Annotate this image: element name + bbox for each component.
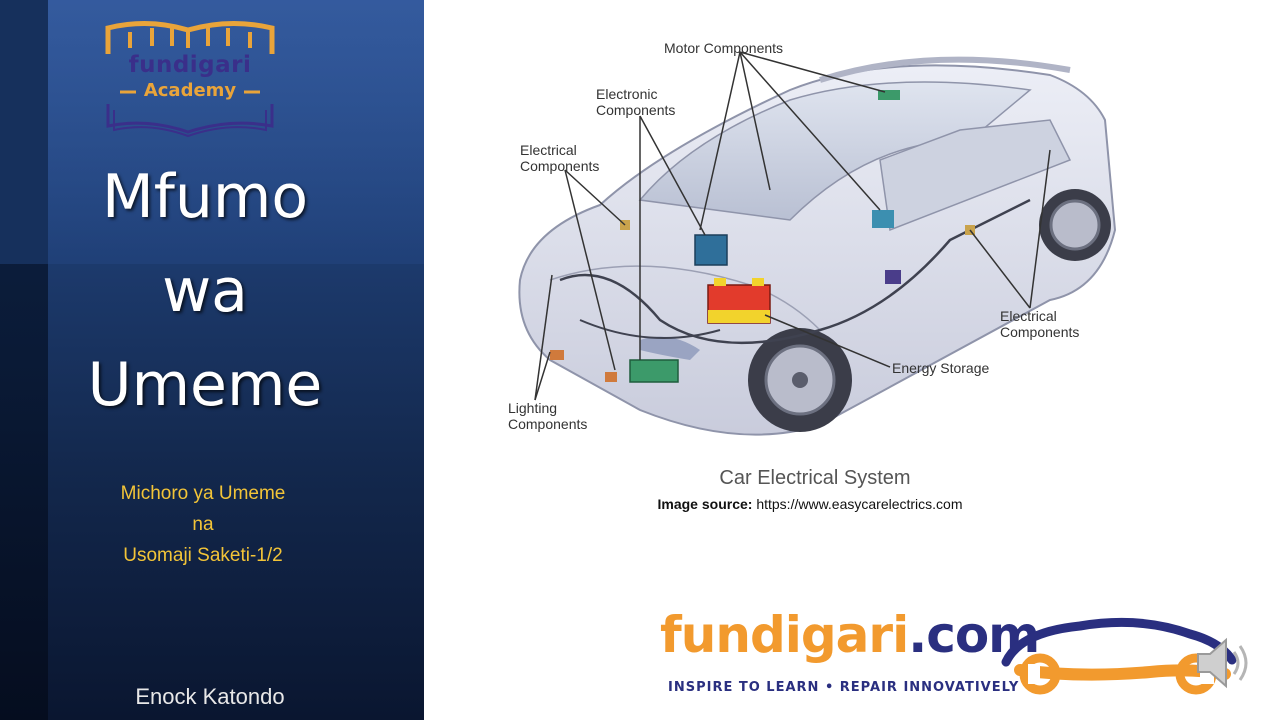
label-electrical-components-left: Electrical Components bbox=[520, 142, 599, 174]
brand-name-part-1: fundigari bbox=[660, 606, 909, 664]
title-line-3: Umeme bbox=[87, 350, 323, 420]
label-motor-components: Motor Components bbox=[664, 40, 784, 56]
label-electrical-right-line-1: Electrical bbox=[1000, 308, 1057, 324]
label-electrical-left-line-1: Electrical bbox=[520, 142, 577, 158]
label-electronic-components: Electronic Components bbox=[596, 86, 675, 118]
title-panel: fundigari Academy Mfumo wa Umeme Michoro… bbox=[0, 0, 424, 720]
car-illustration bbox=[518, 51, 1117, 436]
label-electrical-left-line-2: Components bbox=[520, 158, 600, 174]
panel-band bbox=[0, 0, 424, 264]
fundigari-brand: fundigari.com INSPIRE TO LEARN • REPAIR … bbox=[656, 604, 1256, 708]
brand-tagline: INSPIRE TO LEARN • REPAIR INNOVATIVELY bbox=[668, 680, 1020, 695]
brand-wordmark: fundigari.com bbox=[660, 606, 1040, 664]
subtitle-line-1: Michoro ya Umeme bbox=[120, 483, 286, 504]
author-name: Enock Katondo bbox=[135, 684, 285, 709]
title-line-1: Mfumo bbox=[101, 162, 309, 232]
image-source-label: Image source: bbox=[657, 496, 753, 512]
speaker-icon[interactable] bbox=[1192, 634, 1254, 692]
book-icon bbox=[105, 21, 275, 138]
label-electronic-line-2: Components bbox=[596, 102, 676, 118]
image-source-url: https://www.easycarelectrics.com bbox=[756, 496, 963, 512]
label-energy-storage: Energy Storage bbox=[892, 360, 990, 376]
diagram-caption: Car Electrical System bbox=[719, 467, 911, 489]
logo-academy: Academy bbox=[143, 80, 237, 101]
label-electrical-right-line-2: Components bbox=[1000, 324, 1080, 340]
label-lighting-components: Lighting Components bbox=[508, 400, 587, 432]
image-source: Image source: https://www.easycarelectri… bbox=[600, 496, 1020, 512]
panel-band-strip bbox=[0, 0, 48, 264]
label-lighting-line-1: Lighting bbox=[508, 400, 558, 416]
logo-wordmark: fundigari bbox=[128, 52, 252, 78]
subtitle-line-2: na bbox=[192, 514, 214, 535]
page-title: Mfumo wa Umeme bbox=[48, 150, 362, 432]
subtitle-line-3: Usomaji Saketi-1/2 bbox=[123, 545, 283, 566]
car-wrench-icon bbox=[1001, 617, 1237, 695]
label-electrical-components-right: Electrical Components bbox=[1000, 308, 1079, 340]
label-electronic-line-1: Electronic bbox=[596, 86, 658, 102]
car-electrical-diagram: Motor Components Electronic Components E… bbox=[490, 30, 1140, 450]
academy-logo: fundigari Academy bbox=[100, 18, 280, 140]
title-line-2: wa bbox=[162, 256, 248, 326]
label-lighting-line-2: Components bbox=[508, 416, 588, 432]
subtitle: Michoro ya Umeme na Usomaji Saketi-1/2 bbox=[48, 478, 358, 571]
brand-name-part-2: .com bbox=[908, 606, 1040, 664]
